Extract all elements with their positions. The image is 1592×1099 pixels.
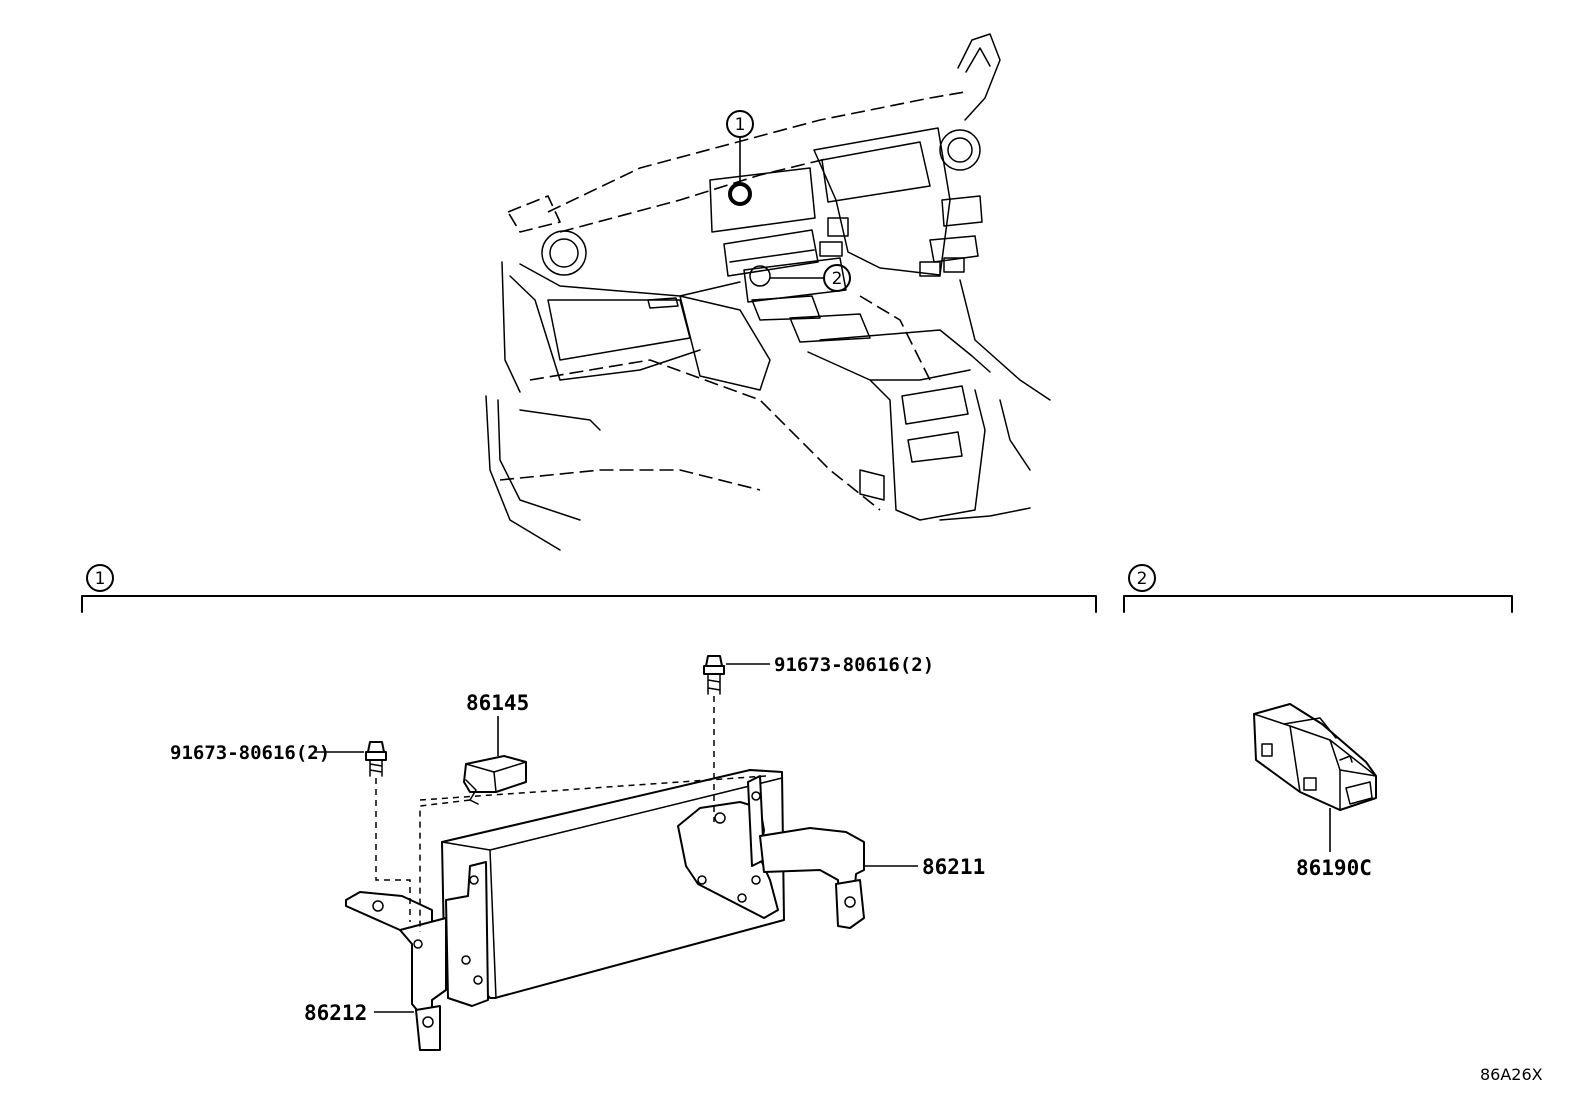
bolt-top <box>703 655 770 822</box>
location-2-dot <box>749 265 771 287</box>
label-bolt-left: 91673-80616(2) <box>170 742 330 764</box>
section-1-header: 1 <box>81 564 1097 613</box>
section-2-number: 2 <box>1137 569 1148 589</box>
callout-1-number: 1 <box>735 115 746 135</box>
section-1-bracket <box>81 595 1097 613</box>
section-1-number: 1 <box>95 569 106 589</box>
label-bolt-top: 91673-80616(2) <box>774 654 934 676</box>
reference-code: 86A26X <box>1480 1065 1543 1084</box>
location-1-dot <box>728 182 752 206</box>
bolt-left <box>314 741 411 922</box>
usb-connector-86190c <box>1253 703 1377 852</box>
label-86211: 86211 <box>922 855 985 879</box>
bracket-86211 <box>677 775 865 929</box>
section-2-bracket <box>1123 595 1513 613</box>
label-86212: 86212 <box>304 1001 367 1025</box>
section-2-header: 2 <box>1123 564 1513 613</box>
callout-2-number: 2 <box>832 269 843 289</box>
callout-2-marker <box>823 264 851 292</box>
label-86145: 86145 <box>466 691 529 715</box>
label-86190c: 86190C <box>1296 856 1372 880</box>
connector-86145 <box>419 716 527 932</box>
dashboard-overview: 1 2 <box>485 33 1051 551</box>
